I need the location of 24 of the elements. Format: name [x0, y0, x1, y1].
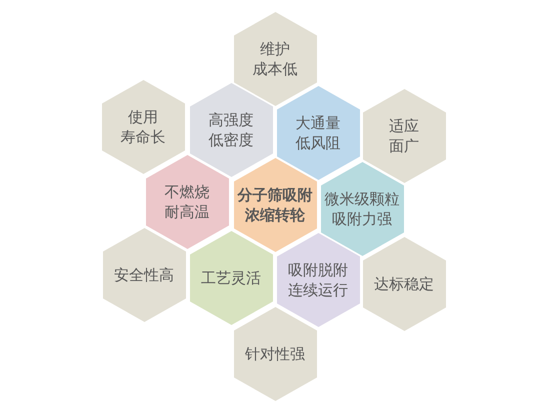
hexagon-tile — [190, 82, 272, 176]
hexagon-tile — [276, 233, 360, 327]
feature-text: 达标稳定 — [374, 274, 434, 294]
feature-text: 大通量低风阻 — [296, 112, 340, 152]
feature-text: 针对性强 — [245, 344, 305, 364]
hexagon-tile — [146, 155, 228, 249]
feature-text: 分子筛吸附浓缩转轮 — [238, 185, 312, 225]
feature-text: 适应面广 — [389, 116, 419, 156]
hexagon-tile — [102, 80, 184, 174]
hexagon-tile — [276, 86, 360, 180]
feature-text: 微米级颗粒吸附力强 — [324, 189, 400, 229]
feature-text: 工艺灵活 — [201, 268, 261, 288]
feature-text: 使用寿命长 — [120, 106, 166, 146]
hexagon-tile — [234, 306, 316, 400]
hexagon-tile — [234, 12, 316, 106]
feature-text: 高强度低密度 — [208, 110, 254, 150]
hexagon-tile — [362, 237, 446, 331]
hexagon-tile — [362, 88, 446, 182]
hexagon-tile — [190, 231, 272, 325]
feature-text: 维护成本低 — [252, 38, 298, 78]
feature-text: 安全性高 — [114, 265, 174, 285]
feature-text: 吸附脱附连续运行 — [288, 260, 348, 300]
feature-text: 不燃烧耐高温 — [164, 182, 210, 222]
hexagon-tile — [102, 228, 186, 322]
